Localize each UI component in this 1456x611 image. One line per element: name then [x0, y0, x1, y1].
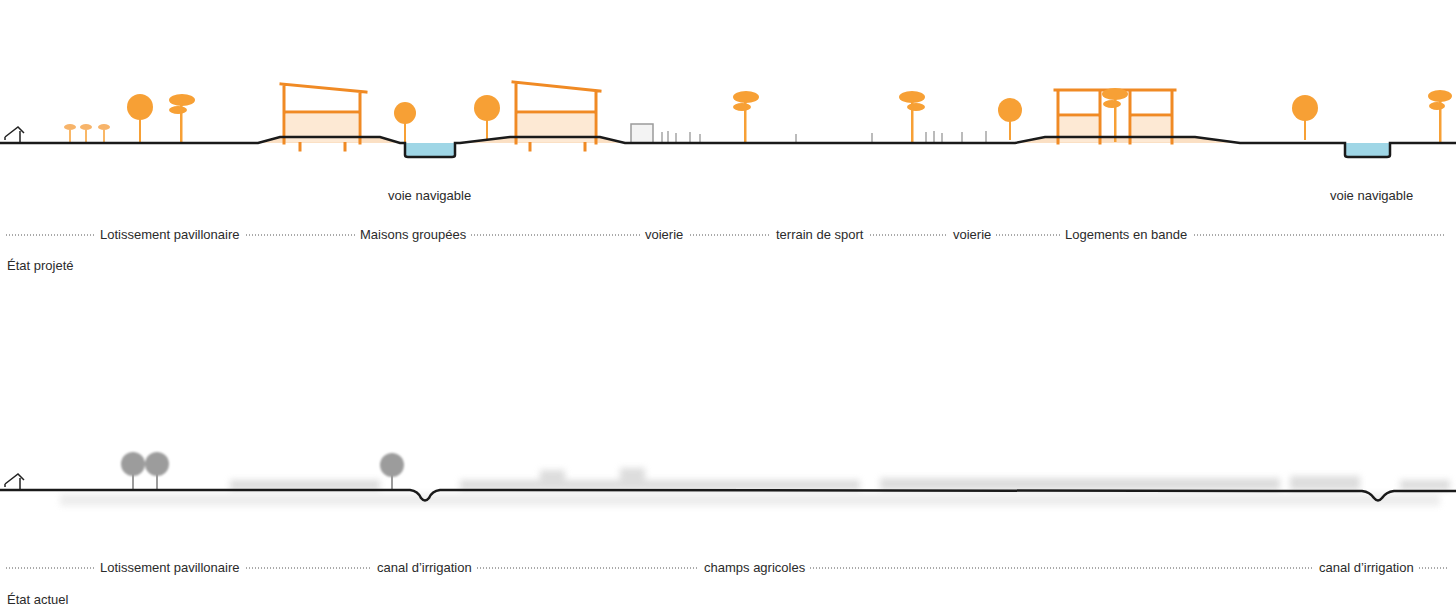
section-label: Maisons groupées: [355, 227, 471, 243]
section-label: État actuel: [2, 592, 73, 608]
section-label: canal d’irrigation: [1314, 560, 1419, 576]
section-label: État projeté: [2, 258, 79, 274]
projected-section: [0, 82, 1456, 157]
section-label: voie navigable: [1325, 188, 1418, 204]
section-label: canal d’irrigation: [372, 560, 477, 576]
section-label: Logements en bande: [1060, 227, 1192, 243]
section-label: Lotissement pavillonaire: [95, 560, 244, 576]
section-label: Lotissement pavillonaire: [95, 227, 244, 243]
dotted-guide: [6, 235, 1448, 568]
section-label: terrain de sport: [771, 227, 868, 243]
section-label: voie navigable: [383, 188, 476, 204]
current-section: [0, 452, 1456, 506]
section-label: voierie: [948, 227, 996, 243]
section-label: champs agricoles: [699, 560, 810, 576]
section-label: voierie: [640, 227, 688, 243]
